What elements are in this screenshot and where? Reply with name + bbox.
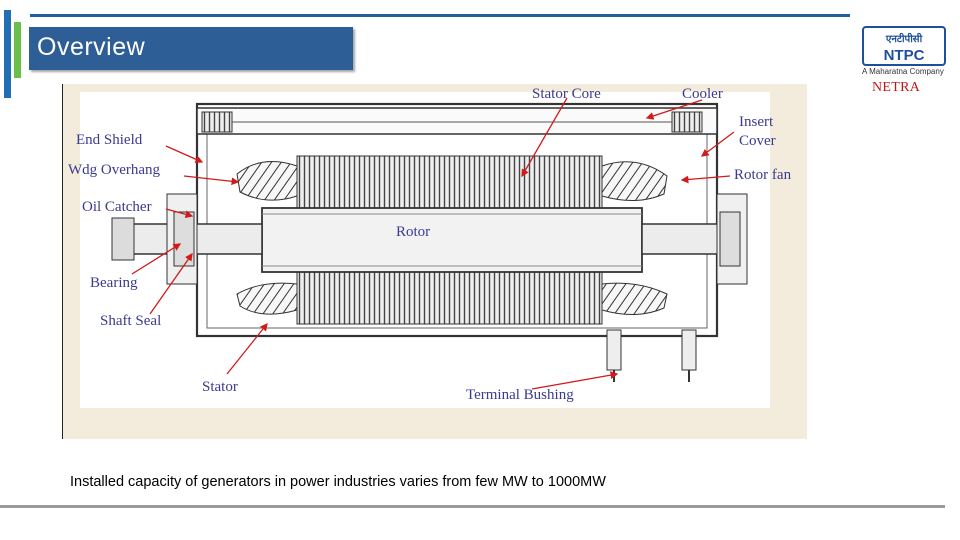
left-accent-bar-blue bbox=[4, 10, 11, 98]
label-stator-core: Stator Core bbox=[532, 86, 601, 102]
left-accent-bar-green bbox=[14, 22, 21, 78]
title-banner: Overview bbox=[29, 27, 353, 70]
label-bearing: Bearing bbox=[90, 275, 138, 291]
label-wdg-overhang: Wdg Overhang bbox=[68, 162, 161, 178]
logo-text: NTPC bbox=[884, 47, 925, 64]
slide-caption: Installed capacity of generators in powe… bbox=[70, 474, 606, 490]
logo-devanagari: एनटीपीसी bbox=[885, 32, 923, 45]
label-end-shield: End Shield bbox=[76, 132, 143, 148]
generator-cross-section bbox=[80, 92, 770, 408]
label-oil-catcher: Oil Catcher bbox=[82, 199, 152, 215]
diagram-left-border bbox=[62, 84, 63, 439]
ntpc-logo: एनटीपीसी NTPC bbox=[862, 26, 946, 66]
label-rotor-fan: Rotor fan bbox=[734, 167, 792, 183]
label-rotor: Rotor bbox=[396, 224, 431, 240]
label-insert: Insert bbox=[739, 114, 774, 130]
netra-label: NETRA bbox=[872, 80, 921, 95]
footer-rule bbox=[0, 505, 945, 508]
label-cooler: Cooler bbox=[682, 86, 723, 102]
page-title: Overview bbox=[37, 33, 146, 61]
logo-tagline: A Maharatna Company bbox=[862, 67, 944, 76]
label-stator: Stator bbox=[202, 379, 238, 395]
label-terminal-bushing: Terminal Bushing bbox=[466, 387, 574, 403]
label-cover: Cover bbox=[739, 133, 776, 149]
generator-diagram: Stator Core Cooler Insert Cover Rotor fa… bbox=[62, 84, 807, 439]
header-rule bbox=[30, 14, 850, 17]
label-shaft-seal: Shaft Seal bbox=[100, 313, 162, 329]
